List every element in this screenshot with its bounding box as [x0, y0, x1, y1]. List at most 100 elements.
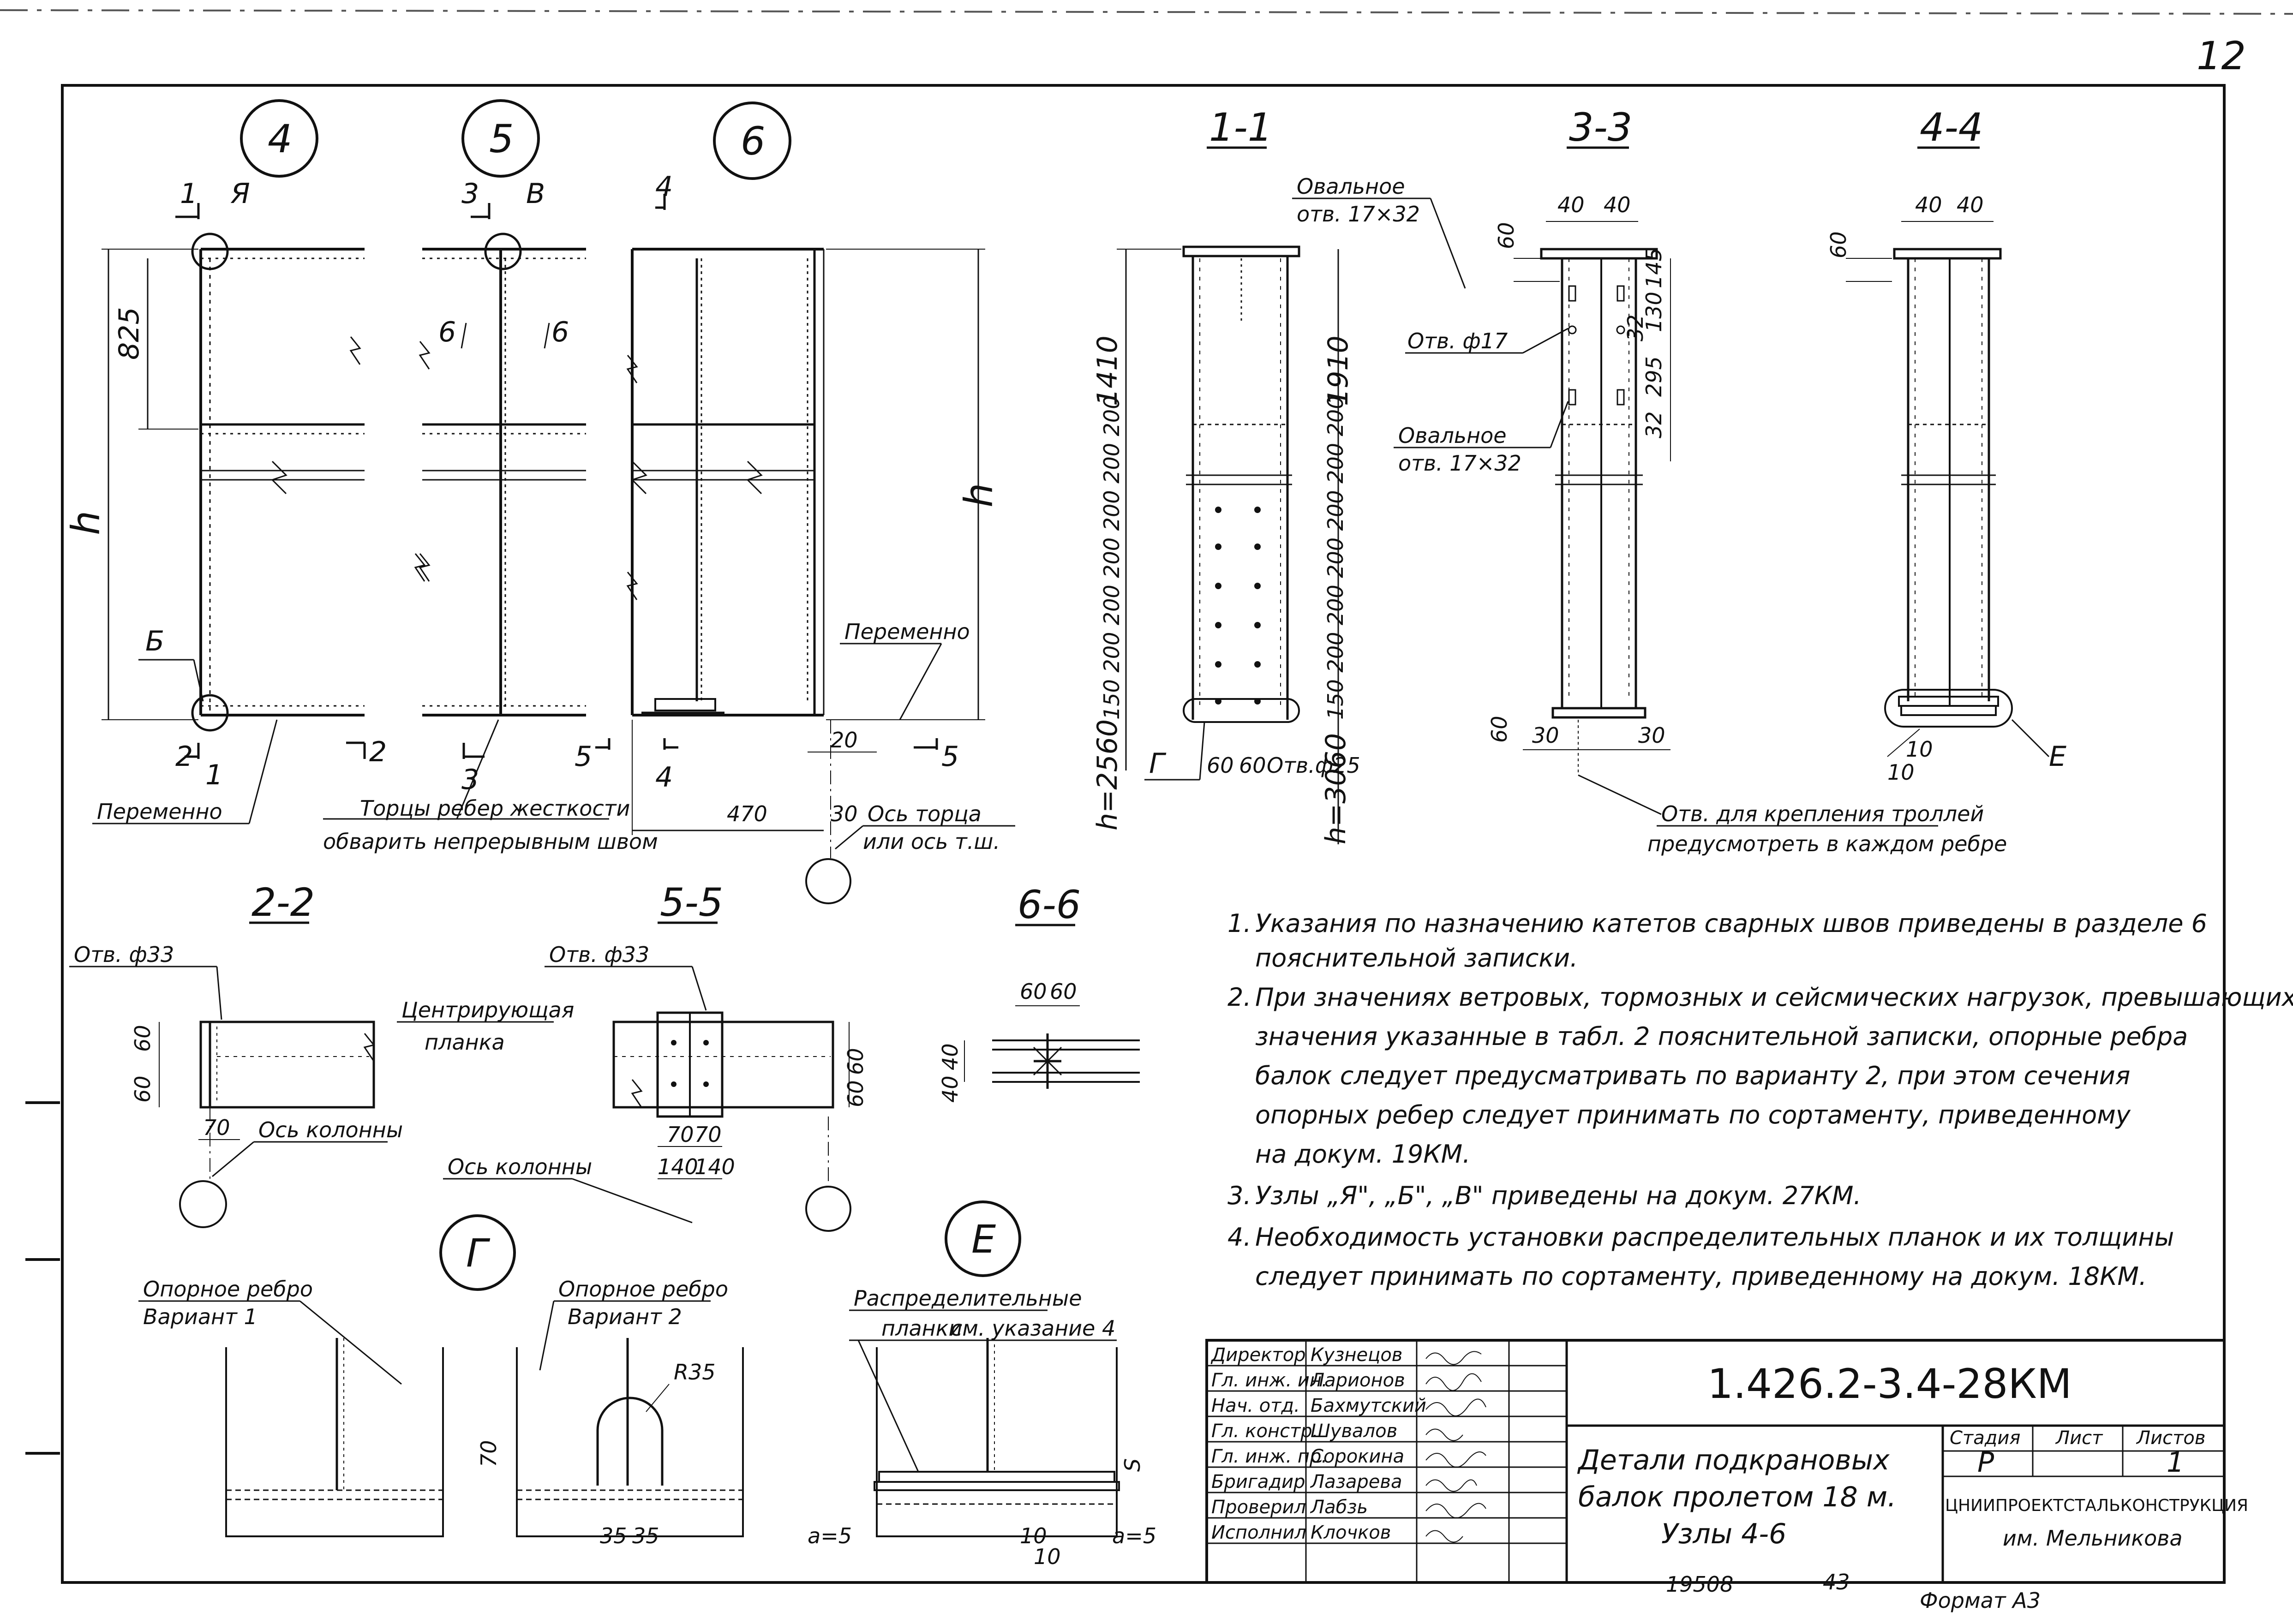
svg-text:Б: Б [145, 625, 164, 657]
svg-text:145: 145 [1641, 248, 1666, 288]
svg-text:5: 5 [489, 116, 514, 161]
svg-text:Лист: Лист [2055, 1427, 2103, 1449]
top-scan-edge [0, 9, 2293, 15]
svg-text:60: 60 [843, 1080, 868, 1107]
svg-text:150 200 200 200 200 200 200: 150 200 200 200 200 200 200 [1099, 396, 1124, 720]
svg-text:Опорное ребро: Опорное ребро [143, 1277, 313, 1302]
svg-text:60: 60 [1826, 231, 1851, 258]
section-1-1: 1410 1910 150 200 200 200 200 200 200 15… [1091, 174, 1466, 844]
svg-text:следует принимать по сортамент: следует принимать по сортаменту, приведе… [1255, 1262, 2147, 1291]
section-6-6: 60 60 40 40 [938, 979, 1140, 1103]
svg-text:60: 60 [1050, 979, 1077, 1004]
svg-text:6: 6 [438, 316, 456, 348]
svg-text:отв. 17×32: отв. 17×32 [1398, 451, 1521, 476]
node6-elevation: 4 h Переменно 5 4 5 20 470 30 Ось торца … [575, 171, 1015, 904]
svg-text:Нач. отд.: Нач. отд. [1211, 1395, 1300, 1416]
svg-text:Центрирующая: Центрирующая [401, 997, 574, 1022]
svg-text:или ось т.ш.: или ось т.ш. [863, 829, 1000, 854]
svg-text:Отв. ф17: Отв. ф17 [1407, 328, 1508, 353]
svg-text:1.: 1. [1227, 909, 1251, 938]
svg-text:Г: Г [1149, 747, 1167, 780]
svg-text:2: 2 [175, 740, 193, 773]
svg-text:2: 2 [369, 736, 387, 768]
format-label: Формат А3 [1920, 1588, 2041, 1613]
section-title-5-5: 5-5 [660, 880, 723, 925]
svg-text:30: 30 [1532, 723, 1559, 748]
svg-text:40: 40 [938, 1075, 963, 1103]
svg-text:150 200 200 200 200 200 200: 150 200 200 200 200 200 200 [1323, 396, 1348, 720]
svg-text:Торцы ребер жесткости: Торцы ребер жесткости [360, 796, 630, 821]
svg-text:Указания по назначению катетов: Указания по назначению катетов сварных ш… [1255, 909, 2207, 938]
detail-g: Опорное ребро Вариант 1 Опорное ребро Ва… [138, 1277, 744, 1548]
svg-text:32: 32 [1623, 314, 1648, 341]
corner-mark: 12 [2197, 33, 2246, 78]
svg-text:5: 5 [941, 740, 959, 773]
svg-text:Шувалов: Шувалов [1311, 1421, 1397, 1442]
node-circle-g: Г [439, 1214, 516, 1291]
svg-text:40: 40 [1915, 192, 1942, 217]
svg-text:35: 35 [632, 1523, 659, 1548]
svg-text:32: 32 [1641, 411, 1666, 438]
svg-text:балок пролетом 18 м.: балок пролетом 18 м. [1578, 1481, 1896, 1513]
svg-text:Сорокина: Сорокина [1311, 1446, 1404, 1467]
svg-text:295: 295 [1641, 356, 1666, 397]
section-title-2-2: 2-2 [251, 880, 315, 925]
svg-text:предусмотреть в каждом ребре: предусмотреть в каждом ребре [1647, 831, 2007, 856]
svg-text:a=5: a=5 [1112, 1523, 1156, 1548]
svg-text:на докум. 19КМ.: на докум. 19КМ. [1255, 1140, 1470, 1169]
svg-text:Вариант 1: Вариант 1 [143, 1304, 257, 1329]
svg-text:пояснительной записки.: пояснительной записки. [1255, 943, 1578, 973]
svg-text:см. указание 4: см. указание 4 [951, 1316, 1115, 1341]
svg-text:70: 70 [476, 1440, 501, 1467]
svg-text:1410: 1410 [1091, 335, 1124, 406]
general-notes: 1. Указания по назначению катетов сварны… [1227, 909, 2293, 1291]
svg-text:20: 20 [831, 728, 858, 752]
svg-text:Бригадир: Бригадир [1211, 1471, 1305, 1493]
svg-text:Необходимость установки распре: Необходимость установки распределительны… [1255, 1223, 2174, 1252]
svg-text:Овальное: Овальное [1297, 174, 1405, 199]
svg-text:Проверил: Проверил [1211, 1497, 1306, 1518]
svg-text:Отв.ф25: Отв.ф25 [1267, 753, 1360, 778]
svg-text:Листов: Листов [2136, 1427, 2205, 1449]
svg-text:6: 6 [551, 316, 569, 348]
svg-text:70: 70 [694, 1122, 722, 1147]
svg-text:10: 10 [1906, 737, 1933, 762]
svg-text:Кузнецов: Кузнецов [1311, 1344, 1402, 1366]
svg-text:30: 30 [831, 801, 858, 826]
svg-text:Распределительные: Распределительные [854, 1286, 1082, 1311]
svg-text:3.: 3. [1227, 1181, 1251, 1210]
svg-text:2.: 2. [1227, 983, 1251, 1012]
svg-text:30: 30 [1638, 723, 1665, 748]
svg-text:Бахмутский: Бахмутский [1311, 1395, 1426, 1416]
svg-text:Узлы 4-6: Узлы 4-6 [1661, 1518, 1786, 1550]
svg-text:Гл. инж. ин.: Гл. инж. ин. [1211, 1370, 1328, 1391]
svg-text:Исполнил: Исполнил [1211, 1522, 1306, 1543]
svg-text:Опорное ребро: Опорное ребро [558, 1277, 728, 1302]
svg-text:S: S [1120, 1458, 1145, 1472]
svg-text:Ось колонны: Ось колонны [448, 1154, 592, 1179]
svg-text:балок следует предусматривать: балок следует предусматривать по вариант… [1255, 1061, 2130, 1090]
svg-text:опорных ребер следует принимат: опорных ребер следует принимать по сорта… [1255, 1100, 2131, 1129]
section-title-4-4: 4-4 [1920, 105, 1983, 150]
svg-text:4: 4 [655, 761, 673, 794]
svg-text:Отв. ф33: Отв. ф33 [549, 942, 649, 967]
svg-text:a=5: a=5 [808, 1523, 852, 1548]
svg-text:40: 40 [1957, 192, 1984, 217]
svg-text:4.: 4. [1227, 1223, 1251, 1252]
svg-text:Гл. констр.: Гл. констр. [1211, 1421, 1318, 1442]
svg-text:В: В [526, 178, 545, 210]
node-circle-6: 6 [713, 102, 791, 180]
svg-text:60: 60 [1494, 222, 1519, 249]
svg-text:Гл. инж. пр.: Гл. инж. пр. [1211, 1446, 1327, 1467]
svg-text:h: h [63, 511, 108, 535]
section-title-1-1: 1-1 [1209, 105, 1272, 150]
svg-text:1: 1 [180, 178, 198, 210]
svg-text:планки: планки [881, 1316, 962, 1341]
svg-text:Ось колонны: Ось колонны [258, 1117, 403, 1142]
svg-text:70: 70 [203, 1115, 230, 1140]
detail-e: Распределительные планки см. указание 4 … [808, 1286, 1156, 1569]
node4-elevation: 825 h 1 Я 2 2 1 Б Переменно [63, 178, 426, 824]
svg-text:Р: Р [1977, 1446, 1994, 1479]
svg-text:Я: Я [230, 178, 250, 210]
svg-text:Клочков: Клочков [1311, 1522, 1391, 1543]
